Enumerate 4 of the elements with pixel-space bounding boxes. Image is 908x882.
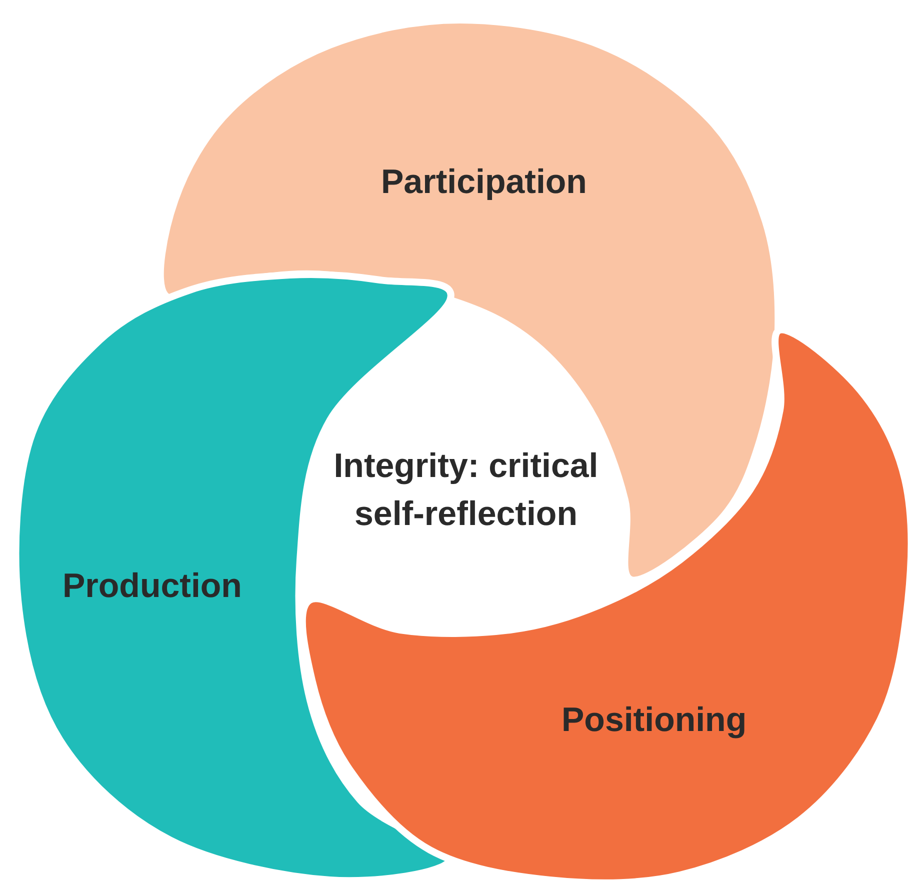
region-label: Integrity: critical self-reflection (332, 446, 600, 535)
region-label: Positioning (562, 700, 747, 741)
region-label: Participation (381, 162, 587, 203)
region-label: Production (62, 566, 242, 607)
